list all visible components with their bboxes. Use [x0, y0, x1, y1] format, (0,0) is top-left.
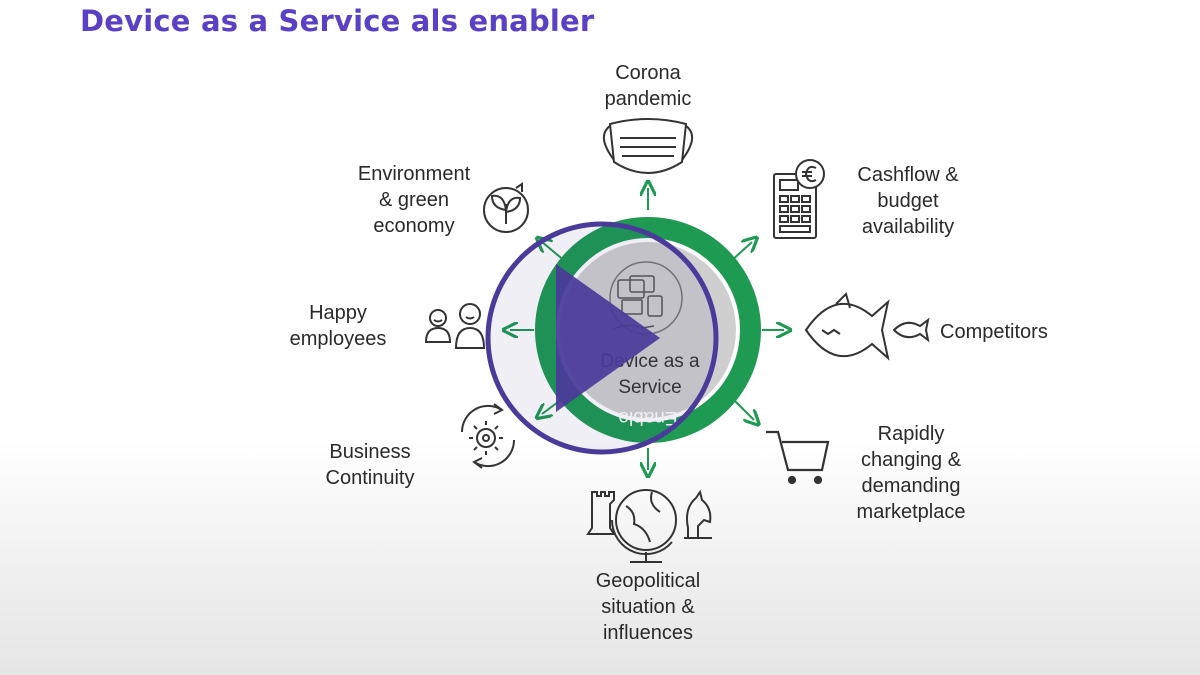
shopping-cart-icon [766, 430, 830, 485]
calculator-euro-icon [773, 159, 825, 239]
ring-text-bottom: Enable [618, 407, 677, 428]
gear-cycle-icon [460, 403, 516, 469]
arrows [510, 188, 784, 470]
label-environment: Environment & green economy [357, 163, 471, 237]
fish-icon [804, 292, 930, 361]
play-button[interactable] [484, 220, 720, 456]
label-cashflow: Cashflow & budget availability [857, 164, 959, 238]
label-happy-employees: Happy employees [289, 302, 387, 350]
bottom-gradient [0, 440, 1200, 675]
play-icon [485, 221, 719, 455]
people-icon [424, 303, 486, 349]
face-mask-icon [603, 118, 693, 174]
label-geopolitical: Geopolitical situation & influences [595, 570, 701, 644]
label-corona-pandemic: Corona pandemic [604, 62, 692, 110]
globe-chess-icon [586, 489, 712, 563]
label-marketplace: Rapidly changing & demanding marketplace [856, 423, 966, 523]
leaf-recycle-icon [483, 182, 529, 233]
label-business-continuity: Business Continuity [325, 441, 415, 489]
ring-text-top: Enable [617, 183, 683, 208]
page-title: Device as a Service als enabler [80, 4, 595, 38]
label-competitors: Competitors [940, 321, 1048, 343]
